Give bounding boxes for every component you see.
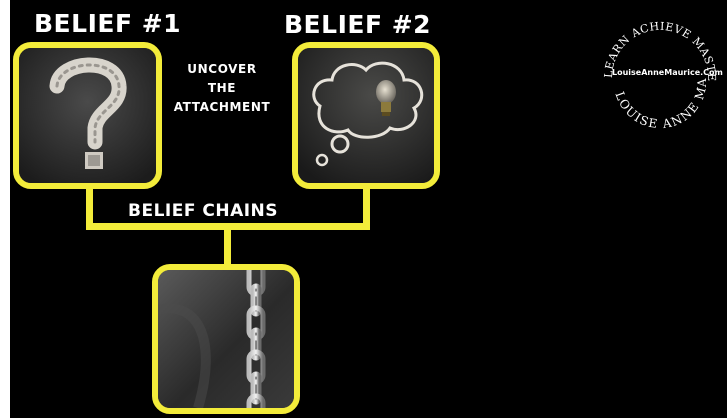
belief-2-image-box [292, 42, 440, 189]
connector-down-vertical [224, 223, 231, 269]
lightbulb-icon [298, 48, 434, 183]
logo-url-text: LouiseAnneMaurice.Com [612, 68, 727, 77]
question-mark-icon [19, 48, 156, 183]
belief-1-heading: BELIEF #1 [34, 9, 181, 38]
uncover-line: UNCOVER [162, 60, 282, 79]
belief-1-image-box [13, 42, 162, 189]
chain-icon [158, 270, 294, 408]
belief-chains-heading: BELIEF CHAINS [128, 201, 278, 221]
left-margin-strip [0, 0, 10, 418]
attachment-line: ATTACHMENT [162, 98, 282, 117]
uncover-attachment-text: UNCOVER THE ATTACHMENT [162, 60, 282, 117]
belief-chains-image-box [152, 264, 300, 414]
belief-2-heading: BELIEF #2 [284, 10, 431, 39]
the-line: THE [162, 79, 282, 98]
